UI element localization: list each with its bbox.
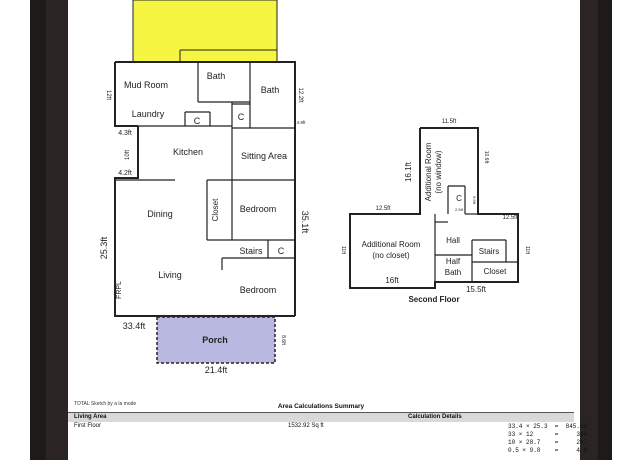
dim-left-12ft: 12ft (105, 90, 111, 100)
second-floor-interior (434, 185, 518, 282)
calc-line-1: 33.4 × 25.3 = 845.02 (508, 423, 588, 430)
room-closet-c2: C (238, 112, 245, 122)
room-half-bath-line2: Bath (445, 268, 461, 277)
frame-inner-right (580, 0, 598, 460)
room-sitting-area: Sitting Area (241, 151, 287, 161)
floor-plan-sheet (68, 0, 580, 460)
room-hall: Hall (446, 236, 460, 245)
dim-left-4-3ft: 4.3ft (118, 130, 132, 137)
area-summary: TOTAL Sketch by a la mode Area Calculati… (68, 398, 587, 460)
room-bedroom-1: Bedroom (240, 204, 277, 214)
room-additional-room-2-note: (no closet) (372, 251, 410, 260)
room-kitchen: Kitchen (173, 147, 203, 157)
room-additional-room-1: Additional Room (424, 142, 433, 201)
row-value: 1532.92 Sq ft (288, 423, 324, 429)
dim-top-11-5ft: 11.5ft (442, 119, 457, 125)
dim-small-2-5ft: 2.5ft (455, 207, 464, 212)
sketch-credit: TOTAL Sketch by a la mode (74, 401, 137, 407)
room-dining: Dining (147, 209, 173, 219)
room-bath-1: Bath (207, 71, 226, 81)
row-label: First Floor (74, 423, 101, 429)
dim-right-35-1ft: 35.1ft (300, 211, 310, 234)
dim-right-11ft: 11ft (524, 246, 530, 255)
frame-edge-left (30, 0, 46, 460)
room-laundry: Laundry (132, 109, 165, 119)
frame-edge-right (598, 0, 612, 460)
dim-top-12-5ft-right: 12.5ft (502, 215, 517, 221)
fireplace-label: FRPL (116, 281, 123, 299)
dim-left-25-3ft: 25.3ft (99, 236, 109, 259)
dim-bottom-16ft: 16ft (385, 276, 399, 285)
col-calc-details: Calculation Details (408, 414, 462, 420)
summary-title: Area Calculations Summary (277, 403, 365, 410)
room-living: Living (158, 270, 182, 280)
porch-area (156, 316, 276, 364)
dim-right-10-6ft: 10.6ft (483, 151, 489, 164)
second-floor-title: Second Floor (408, 295, 459, 304)
dim-porch-8-6ft: 8.6ft (280, 335, 286, 345)
room-additional-room-2: Additional Room (362, 240, 421, 249)
garage-area (132, 0, 278, 63)
first-floor-walls (114, 61, 296, 317)
dim-left-16-1ft: 16.1ft (404, 161, 413, 182)
room-stairs-2: Stairs (479, 247, 499, 256)
room-closet: Closet (211, 198, 220, 221)
col-living-area: Living Area (74, 414, 107, 420)
room-closet-c1: C (194, 116, 201, 126)
dim-left-4-2ft: 4.2ft (118, 170, 132, 177)
dim-bottom-15-5ft: 15.5ft (466, 285, 487, 294)
dim-porch-21-4ft: 21.4ft (205, 365, 228, 375)
calc-line-3: 10 × 28.7 = 287 (508, 439, 588, 446)
calc-line-2: 33 × 12 = 396 (508, 431, 588, 438)
room-additional-room-1-note: (no window) (434, 150, 443, 193)
room-closet-2: Closet (484, 267, 507, 276)
dim-right-4-9ft: 4.9ft (297, 120, 307, 125)
frame-inner-left (46, 0, 68, 460)
dim-top-12-5ft-left: 12.5ft (375, 206, 390, 212)
calc-line-4: 0.5 × 9.8 = 4.9 (508, 447, 588, 454)
dim-bottom-33-4ft: 33.4ft (123, 321, 146, 331)
first-floor-interior (115, 62, 295, 270)
room-bath-2: Bath (261, 85, 280, 95)
dim-left-10ft: 10ft (125, 150, 131, 160)
room-half-bath-line1: Half (446, 257, 461, 266)
dim-small-5-5ft: 5.5ft (472, 196, 477, 205)
room-closet-c: C (456, 194, 462, 203)
dim-left-11ft: 11ft (340, 246, 346, 255)
room-stairs: Stairs (239, 246, 263, 256)
dim-right-12-2ft: 12.2ft (297, 87, 303, 102)
summary-header-row: Living Area Calculation Details (68, 412, 574, 422)
room-porch: Porch (202, 335, 228, 345)
room-mud-room: Mud Room (124, 80, 168, 90)
room-closet-c3: C (278, 246, 285, 256)
room-bedroom-2: Bedroom (240, 285, 277, 295)
